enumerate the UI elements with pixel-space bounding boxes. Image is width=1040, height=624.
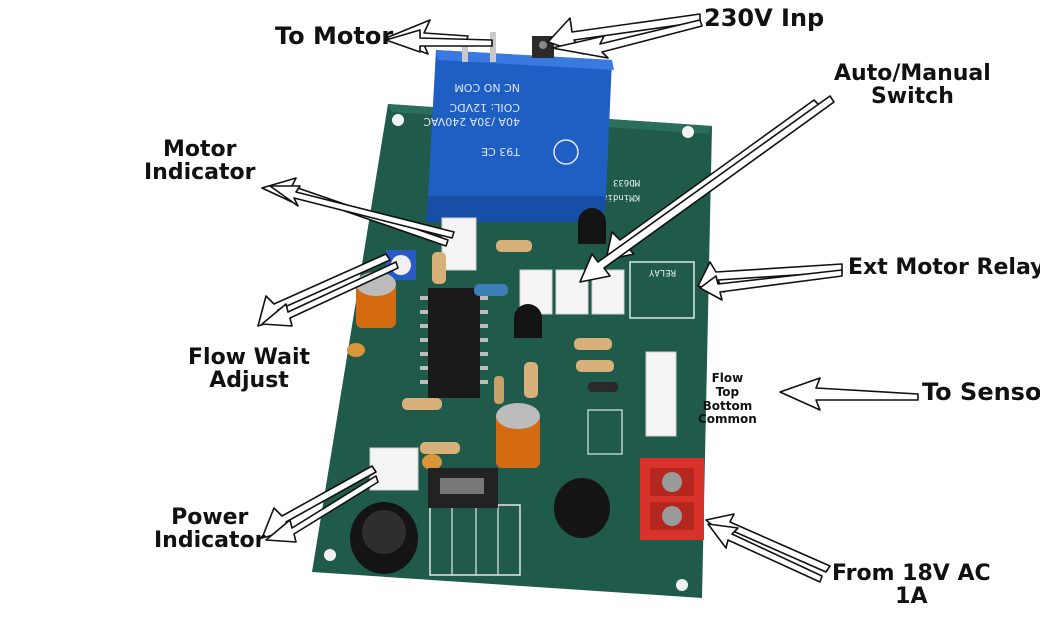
transistor	[514, 304, 542, 338]
diode	[588, 382, 618, 392]
capacitor-orange	[496, 403, 540, 468]
mounting-hole	[682, 126, 694, 138]
resistor	[574, 338, 612, 350]
resistor	[524, 362, 538, 398]
ic-chip	[428, 288, 480, 398]
diode	[494, 376, 504, 404]
board-maker-text: KMindia	[602, 192, 640, 202]
relay-pin	[462, 40, 468, 62]
power-indicator-connector	[369, 447, 419, 491]
arrow-motor-indicator-2	[269, 185, 455, 239]
board-model-text: MD633	[613, 177, 640, 187]
large-black-capacitor	[350, 502, 418, 574]
arrow-flow-wait-2	[261, 261, 399, 327]
arrow-auto-manual-2	[579, 95, 835, 283]
motor-indicator-connector	[441, 217, 477, 271]
power-terminal-block	[640, 458, 704, 540]
label-flow-wait-adjust: Flow Wait Adjust	[188, 345, 311, 394]
resistor	[432, 252, 446, 284]
label-motor-indicator: Motor Indicator	[144, 137, 256, 186]
ceramic-capacitor	[422, 454, 442, 470]
label-ext-motor-relay: Ext Motor Relay	[848, 255, 1040, 280]
resistor	[496, 240, 532, 252]
mounting-hole	[392, 114, 404, 126]
resistor	[420, 442, 460, 454]
relay-pins-text: NC NO COM	[454, 81, 520, 94]
arrow-power-indicator-2	[265, 475, 379, 543]
relay-model-text: T93 CE	[481, 145, 521, 158]
ceramic-capacitor	[347, 343, 365, 357]
label-to-sensor: To Sensor	[922, 378, 1040, 406]
resistor	[474, 284, 508, 296]
sensor-connector	[645, 351, 677, 437]
arrow-230v-inp-2	[551, 19, 703, 59]
resistor	[402, 398, 442, 410]
relay-logo-icon	[553, 139, 579, 165]
arrow-to-motor-2	[385, 29, 493, 53]
buzzer	[554, 478, 610, 538]
label-auto-manual-switch: Auto/Manual Switch	[834, 61, 991, 110]
relay: T93 CE 40A /30A 240VAC COIL: 12VDC NC NO…	[423, 50, 614, 222]
resistor	[576, 360, 614, 372]
relay-pin	[490, 32, 496, 62]
relay-rating-text: 40A /30A 240VAC	[423, 115, 520, 128]
screw-icon	[662, 472, 682, 492]
label-from-18v-ac: From 18V AC 1A	[832, 561, 991, 610]
screw-icon	[662, 506, 682, 526]
label-sensor-pins: Flow Top Bottom Common	[698, 371, 757, 427]
board-relay-text: RELAY	[648, 267, 676, 277]
arrow-ext-motor-relay-2	[699, 269, 843, 301]
mounting-hole	[676, 579, 688, 591]
label-to-motor: To Motor	[275, 22, 394, 50]
arrow-to-sensor	[779, 377, 919, 411]
arrow-18v-ac-2	[707, 523, 823, 583]
label-power-indicator: Power Indicator	[154, 505, 266, 554]
relay-coil-text: COIL: 12VDC	[449, 101, 520, 114]
mounting-hole	[324, 549, 336, 561]
label-230v-inp: 230V Inp	[704, 4, 825, 32]
transistor	[578, 208, 606, 244]
